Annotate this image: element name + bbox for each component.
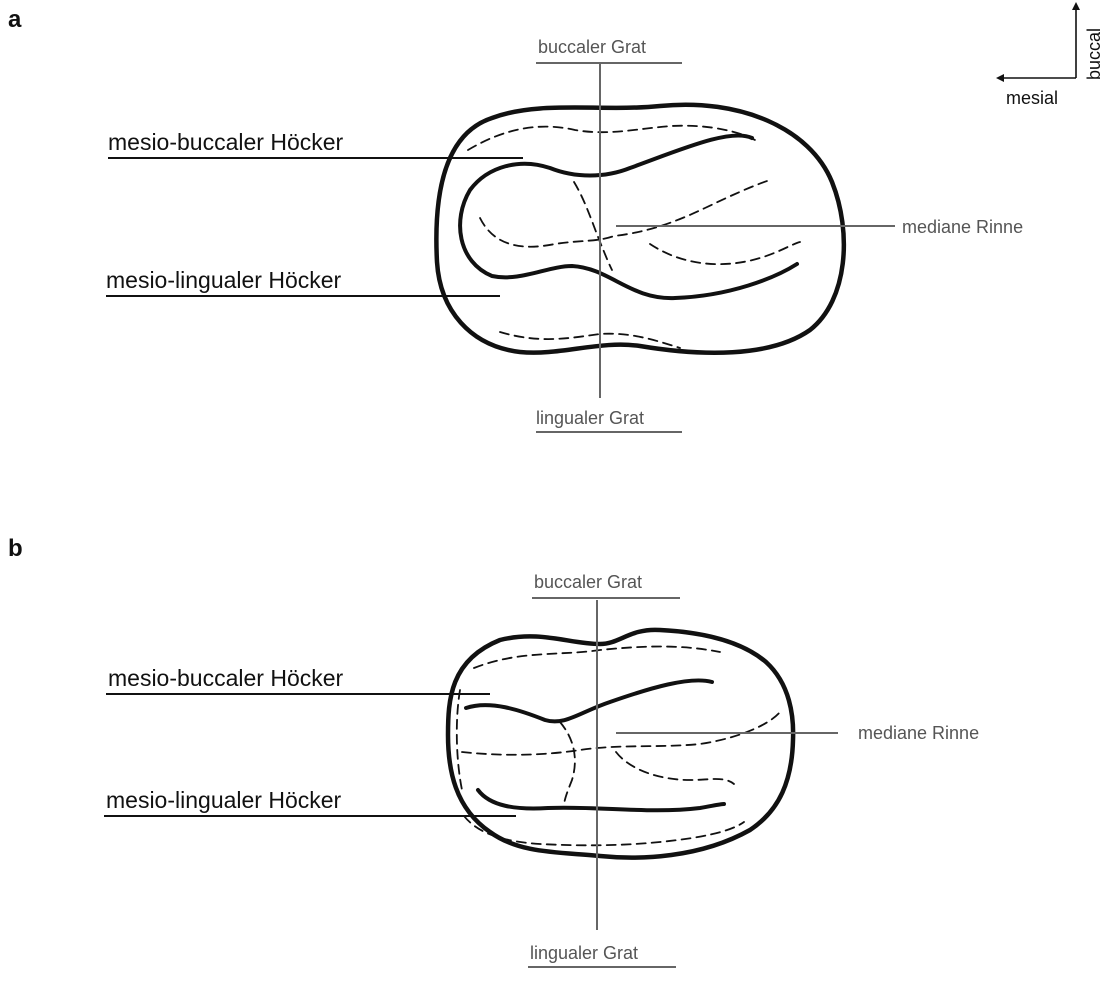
mesial-groove-dashes-a [573, 181, 613, 271]
buccal-ridge-label-a: buccaler Grat [538, 37, 646, 57]
mesial-arrow-head [996, 74, 1004, 82]
mesiobuccal-cusp-label-a: mesio-buccaler Höcker [108, 129, 344, 155]
central-groove-dashes-b [461, 711, 781, 756]
tooth-outline-a [434, 102, 847, 355]
mesiolingual-cusp-label-a: mesio-lingualer Höcker [106, 267, 342, 293]
distal-groove-dashes-b [615, 751, 735, 785]
central-groove-dashes-a [479, 179, 771, 248]
panel-b: b buccaler Grat lingualer Grat mediane R… [8, 535, 979, 968]
panel-letter-a: a [8, 6, 22, 33]
buccal-label: buccal [1084, 28, 1104, 80]
mesial-wall-dashes-b [455, 689, 463, 791]
buccal-cusp-ridge-a [458, 133, 799, 301]
buccal-marginal-dashes-b [473, 645, 721, 669]
orientation-indicator: mesial buccal [996, 2, 1104, 108]
lingual-marginal-dashes-a [499, 331, 681, 349]
distal-groove-dashes-a [649, 241, 801, 266]
buccal-cusp-ridge-b [464, 678, 714, 724]
lingual-ridge-label-b: lingualer Grat [530, 943, 638, 963]
buccal-marginal-dashes-a [467, 124, 756, 151]
buccal-arrow-head [1072, 2, 1080, 10]
panel-a: a buccaler Grat lingualer Grat mediane R… [8, 6, 1023, 433]
lingual-ridge-label-a: lingualer Grat [536, 408, 644, 428]
mesiobuccal-cusp-label-b: mesio-buccaler Höcker [108, 665, 344, 691]
median-groove-label-a: mediane Rinne [902, 217, 1023, 237]
mesial-groove-dashes-b [559, 721, 576, 807]
mesial-label: mesial [1006, 88, 1058, 108]
tooth-outline-b [445, 627, 796, 860]
median-groove-label-b: mediane Rinne [858, 723, 979, 743]
mesiolingual-cusp-label-b: mesio-lingualer Höcker [106, 787, 342, 813]
buccal-ridge-label-b: buccaler Grat [534, 572, 642, 592]
panel-letter-b: b [8, 535, 23, 562]
lingual-cusp-ridge-b [476, 788, 726, 813]
lingual-marginal-dashes-b [463, 815, 745, 847]
